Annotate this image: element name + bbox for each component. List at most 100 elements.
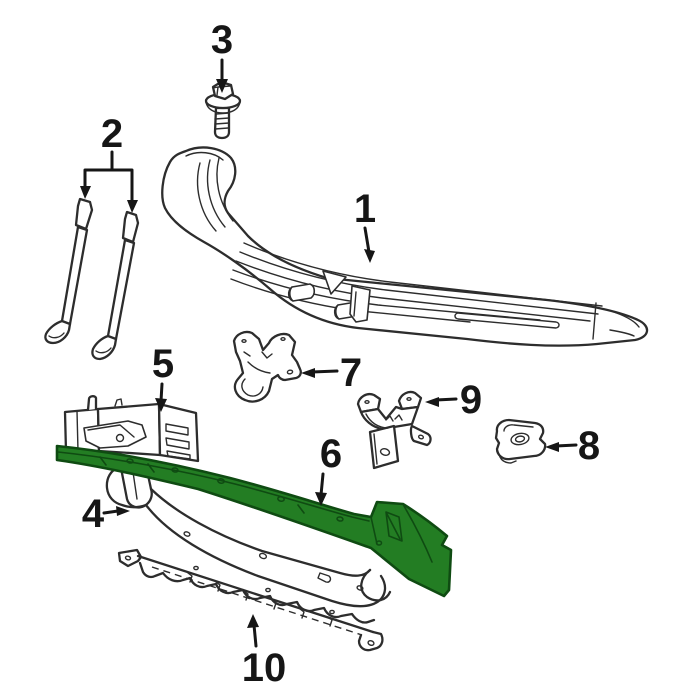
part-6-hole: [277, 495, 285, 503]
part-10-hole: [193, 565, 199, 571]
callout-7-label: 7: [340, 351, 362, 395]
part-5-right-panel-slots: [165, 423, 191, 460]
callout-2-bracket: [83, 150, 134, 205]
part-10-hole: [265, 587, 271, 593]
callout-5-arrow: [159, 382, 164, 403]
callout-2-arrowhead: [80, 186, 91, 199]
part-6-hole: [126, 458, 134, 464]
part-5-right-panel: [157, 402, 200, 463]
callout-6[interactable]: 6: [315, 432, 342, 506]
part-9-tab-hole: [406, 397, 412, 402]
callout-4-arrow: [102, 509, 120, 515]
part-7-hook-inner: [241, 378, 264, 397]
callout-8[interactable]: 8: [545, 424, 600, 468]
part-7-tab-hole: [280, 337, 286, 342]
part-10-air-deflector[interactable]: [117, 548, 384, 652]
part-10-scalloped-edge: [138, 561, 376, 624]
part-9-body: [359, 405, 420, 431]
part-6-hole: [336, 516, 344, 522]
part-2-left-rod-shaft: [60, 225, 89, 326]
part-5-inner-bracket-line: [87, 424, 135, 438]
part-6-surface-ticks: [99, 456, 305, 514]
callout-10-arrow: [252, 623, 258, 648]
part-2-right-rod-cap: [121, 210, 140, 244]
callout-5-arrowhead: [155, 398, 167, 412]
part-2-right-rod-foot-line: [95, 347, 112, 354]
callout-1-arrow: [363, 226, 371, 254]
part-9-plate-line: [373, 433, 378, 465]
part-4-inner-edge: [149, 487, 372, 577]
callout-4-arrowhead: [116, 506, 130, 516]
part-9-arm-hole: [417, 434, 425, 440]
callout-7-arrowhead: [301, 368, 315, 378]
part-3-bolt[interactable]: [204, 80, 242, 140]
callout-2[interactable]: 2: [80, 112, 138, 213]
part-8-hole-outer: [510, 432, 530, 446]
part-1-neck-lines: [185, 151, 234, 232]
callout-9[interactable]: 9: [425, 378, 482, 422]
part-4-hole: [258, 552, 268, 560]
part-9-tab-hole: [364, 400, 370, 405]
part-2-right-rod-shaft: [106, 238, 136, 341]
part-6-panel-crease: [370, 516, 378, 545]
part-5-left-box-line: [76, 410, 79, 452]
callout-6-arrow: [319, 472, 325, 497]
part-1-slot: [454, 312, 560, 329]
callout-7[interactable]: 7: [301, 351, 362, 395]
part-4-hole: [356, 585, 364, 591]
part-2-support-rods[interactable]: [44, 197, 140, 361]
callout-1[interactable]: 1: [354, 187, 376, 263]
part-7-body-lines: [243, 351, 273, 374]
part-6-flange-line: [57, 451, 370, 522]
part-4-hole: [183, 531, 191, 537]
callout-9-arrow: [434, 397, 458, 402]
callout-9-label: 9: [460, 378, 482, 422]
part-2-left-rod-cap: [74, 197, 94, 231]
part-7-tab-hole: [241, 339, 247, 344]
callout-8-label: 8: [578, 424, 600, 468]
callout-8-arrow: [554, 443, 578, 448]
part-6-notch-line: [441, 544, 449, 549]
part-10-hole: [329, 609, 335, 615]
part-6-lower-tie-bar-highlighted[interactable]: [55, 444, 453, 598]
part-9-bottom-plate: [368, 424, 400, 470]
callout-6-label: 6: [320, 432, 342, 476]
callout-5-label: 5: [152, 342, 174, 386]
part-1-upper-tie-bar[interactable]: [161, 146, 649, 347]
part-6-panel-fold: [403, 505, 433, 563]
part-4-lower-frame[interactable]: [105, 465, 392, 608]
part-3-hex-facets: [212, 85, 231, 96]
callout-2-arrowhead: [127, 200, 138, 213]
part-9-body-marks: [365, 413, 403, 429]
part-1-center-bracket: [349, 285, 371, 323]
callout-3-label: 3: [211, 18, 233, 62]
callout-5[interactable]: 5: [152, 342, 174, 412]
callout-8-arrowhead: [545, 442, 559, 452]
part-8-clip-nut[interactable]: [494, 418, 547, 464]
callout-1-label: 1: [354, 187, 376, 231]
part-10-hook-hole: [367, 639, 375, 647]
part-5-support-bracket[interactable]: [63, 395, 200, 463]
part-9-latch-bracket[interactable]: [356, 390, 432, 470]
callout-3-arrowhead: [216, 79, 228, 93]
callout-1-arrowhead: [364, 249, 375, 263]
part-6-hole: [217, 477, 225, 485]
callout-10[interactable]: 10: [242, 614, 287, 690]
callout-4[interactable]: 4: [82, 492, 130, 536]
part-8-hole-inner: [514, 435, 526, 443]
part-10-dashed-line: [151, 566, 363, 636]
part-2-left-rod-foot-line: [48, 332, 65, 339]
part-8-side-edge: [496, 448, 517, 464]
part-1-peg: [287, 283, 316, 302]
part-2-left-rod-foot: [44, 319, 72, 345]
part-6-hole: [171, 467, 179, 473]
callout-3[interactable]: 3: [211, 18, 233, 93]
part-4-u-channel-inner: [132, 471, 138, 500]
callout-9-arrowhead: [425, 397, 439, 407]
part-7-latch-bracket[interactable]: [232, 330, 302, 403]
part-5-top-tab: [86, 395, 98, 412]
part-3-flange-rim: [205, 101, 241, 114]
part-8-plate: [494, 418, 547, 461]
part-1-peg-cap: [335, 304, 340, 320]
